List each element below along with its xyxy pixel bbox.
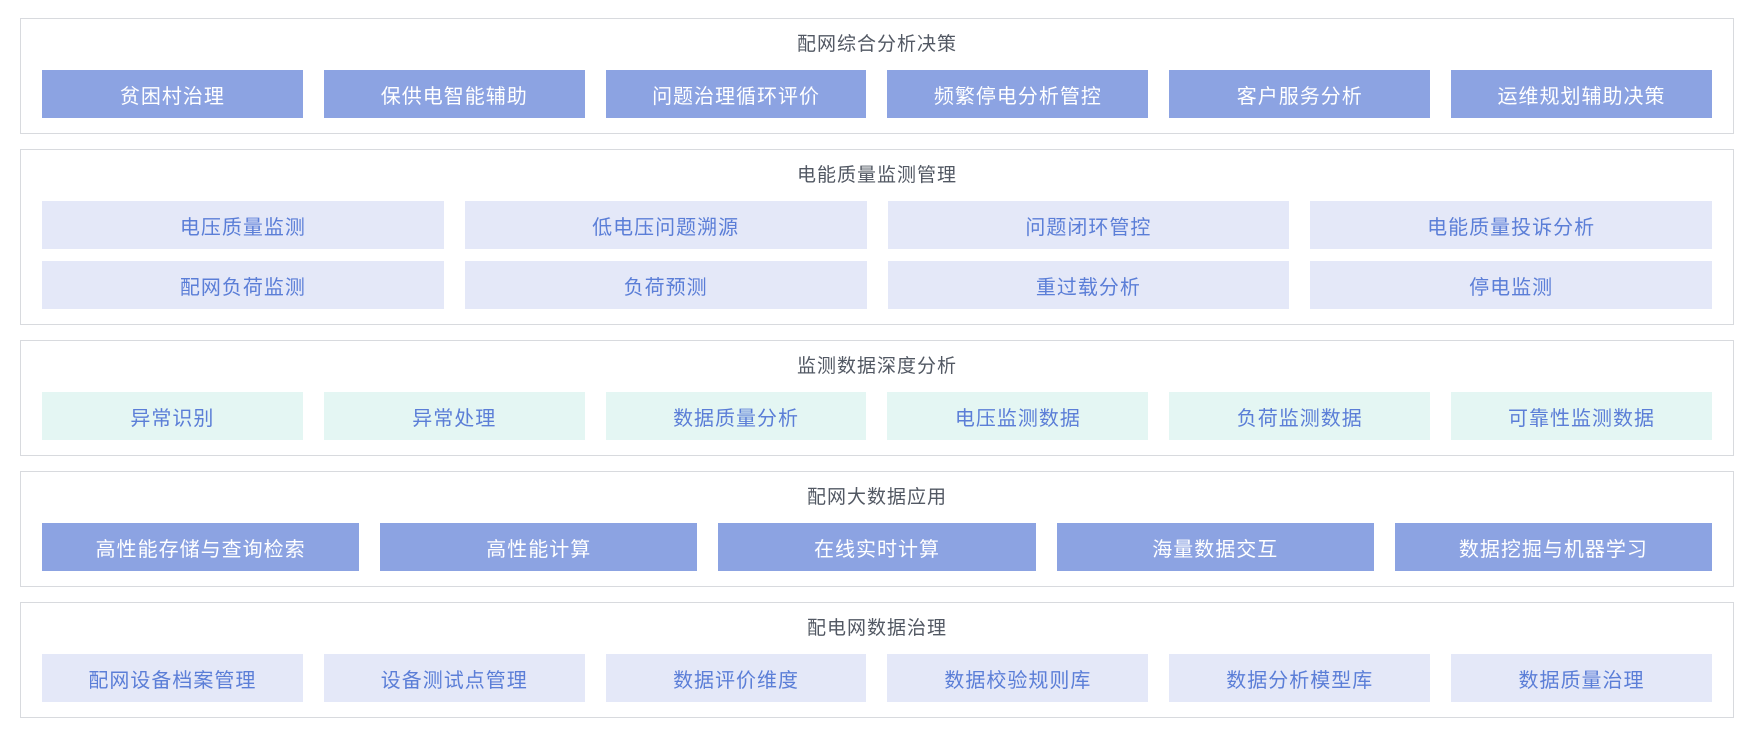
module-button[interactable]: 数据挖掘与机器学习 [1394,523,1713,571]
module-button[interactable]: 频繁停电分析管控 [887,70,1149,118]
module-button[interactable]: 保供电智能辅助 [323,70,585,118]
section-panel-comprehensive-analysis: 配网综合分析决策 贫困村治理 保供电智能辅助 问题治理循环评价 频繁停电分析管控… [20,18,1734,134]
button-row: 贫困村治理 保供电智能辅助 问题治理循环评价 频繁停电分析管控 客户服务分析 运… [42,70,1712,118]
module-button[interactable]: 问题闭环管控 [887,201,1290,249]
module-button[interactable]: 数据质量治理 [1451,654,1712,702]
section-panel-power-quality-monitoring: 电能质量监测管理 电压质量监测 低电压问题溯源 问题闭环管控 电能质量投诉分析 … [20,149,1734,325]
button-row: 配网负荷监测 负荷预测 重过载分析 停电监测 [42,261,1712,309]
section-title: 电能质量监测管理 [796,165,957,186]
module-button[interactable]: 数据分析模型库 [1169,654,1431,702]
section-panel-monitoring-data-analysis: 监测数据深度分析 异常识别 异常处理 数据质量分析 电压监测数据 负荷监测数据 … [20,340,1734,456]
module-button[interactable]: 运维规划辅助决策 [1451,70,1712,118]
section-panel-data-governance: 配电网数据治理 配网设备档案管理 设备测试点管理 数据评价维度 数据校验规则库 … [20,602,1734,718]
button-row: 电压质量监测 低电压问题溯源 问题闭环管控 电能质量投诉分析 [42,201,1712,249]
module-button[interactable]: 配网负荷监测 [42,261,444,309]
button-rows: 贫困村治理 保供电智能辅助 问题治理循环评价 频繁停电分析管控 客户服务分析 运… [42,70,1712,118]
module-button[interactable]: 异常识别 [42,392,303,440]
button-rows: 配网设备档案管理 设备测试点管理 数据评价维度 数据校验规则库 数据分析模型库 … [42,654,1712,702]
module-button[interactable]: 异常处理 [323,392,585,440]
module-button[interactable]: 贫困村治理 [42,70,303,118]
section-title: 配网大数据应用 [806,487,947,508]
module-button[interactable]: 设备测试点管理 [323,654,585,702]
module-button[interactable]: 电压监测数据 [887,392,1149,440]
module-button[interactable]: 数据质量分析 [605,392,867,440]
module-button[interactable]: 停电监测 [1310,261,1712,309]
module-button[interactable]: 电压质量监测 [42,201,444,249]
module-button[interactable]: 问题治理循环评价 [605,70,867,118]
module-button[interactable]: 海量数据交互 [1056,523,1374,571]
section-title: 配电网数据治理 [806,618,947,639]
button-rows: 高性能存储与查询检索 高性能计算 在线实时计算 海量数据交互 数据挖掘与机器学习 [42,523,1713,571]
module-button[interactable]: 高性能计算 [380,523,698,571]
module-button[interactable]: 重过载分析 [887,261,1290,309]
button-row: 异常识别 异常处理 数据质量分析 电压监测数据 负荷监测数据 可靠性监测数据 [42,392,1712,440]
button-rows: 异常识别 异常处理 数据质量分析 电压监测数据 负荷监测数据 可靠性监测数据 [42,392,1712,440]
module-button[interactable]: 数据评价维度 [605,654,867,702]
button-rows: 电压质量监测 低电压问题溯源 问题闭环管控 电能质量投诉分析 配网负荷监测 负荷… [42,201,1712,309]
module-button[interactable]: 数据校验规则库 [887,654,1149,702]
module-button[interactable]: 配网设备档案管理 [42,654,303,702]
module-button[interactable]: 低电压问题溯源 [464,201,867,249]
section-panel-big-data-application: 配网大数据应用 高性能存储与查询检索 高性能计算 在线实时计算 海量数据交互 数… [20,471,1734,587]
module-button[interactable]: 负荷监测数据 [1169,392,1431,440]
module-button[interactable]: 高性能存储与查询检索 [42,523,360,571]
module-button[interactable]: 可靠性监测数据 [1451,392,1712,440]
button-row: 配网设备档案管理 设备测试点管理 数据评价维度 数据校验规则库 数据分析模型库 … [42,654,1712,702]
module-button[interactable]: 电能质量投诉分析 [1310,201,1712,249]
section-title: 监测数据深度分析 [796,356,957,377]
section-title: 配网综合分析决策 [796,34,957,55]
module-button[interactable]: 客户服务分析 [1169,70,1431,118]
module-button[interactable]: 在线实时计算 [718,523,1036,571]
module-button[interactable]: 负荷预测 [464,261,867,309]
button-row: 高性能存储与查询检索 高性能计算 在线实时计算 海量数据交互 数据挖掘与机器学习 [42,523,1713,571]
